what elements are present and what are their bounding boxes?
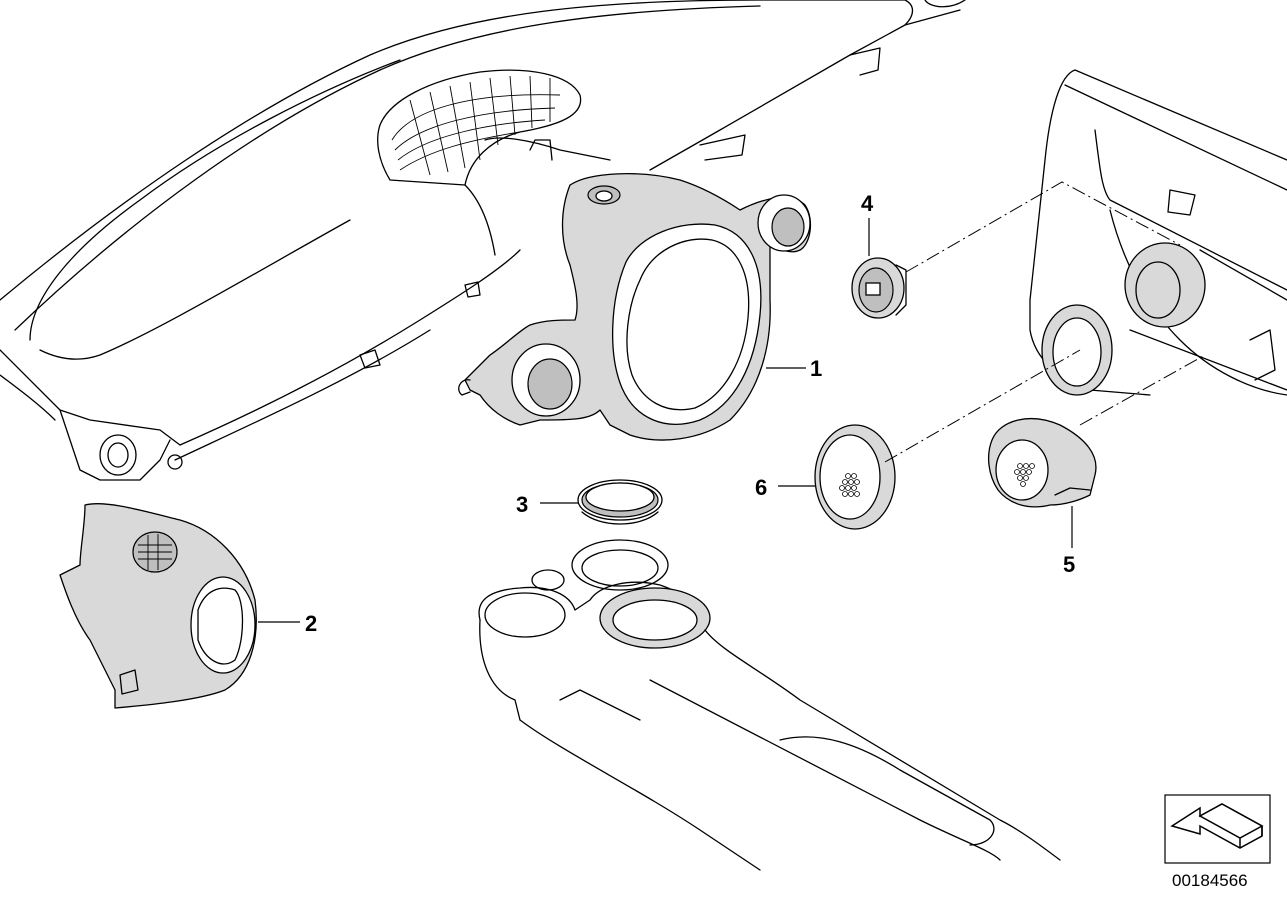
- trim-ring: [577, 479, 663, 525]
- dashboard-outline: [0, 0, 966, 481]
- tweeter-speaker: [851, 257, 907, 319]
- callout-4: 4: [861, 191, 874, 216]
- callout-5: 5: [1063, 552, 1075, 577]
- orientation-arrow-icon: [1170, 803, 1264, 849]
- callout-3: 3: [516, 492, 528, 517]
- document-number: 00184566: [1172, 871, 1248, 890]
- instrument-cluster-trim: [458, 173, 812, 441]
- leader-lines: [258, 181, 1206, 623]
- orientation-box: [1164, 794, 1271, 864]
- callout-6: 6: [755, 475, 767, 500]
- steering-column-trim: [59, 503, 257, 709]
- door-panel: [1029, 69, 1287, 396]
- speaker-cover-6: [814, 424, 896, 530]
- speaker-cover-5: [987, 418, 1097, 508]
- center-console: [478, 539, 1061, 871]
- callout-1: 1: [810, 356, 822, 381]
- callout-2: 2: [305, 611, 317, 636]
